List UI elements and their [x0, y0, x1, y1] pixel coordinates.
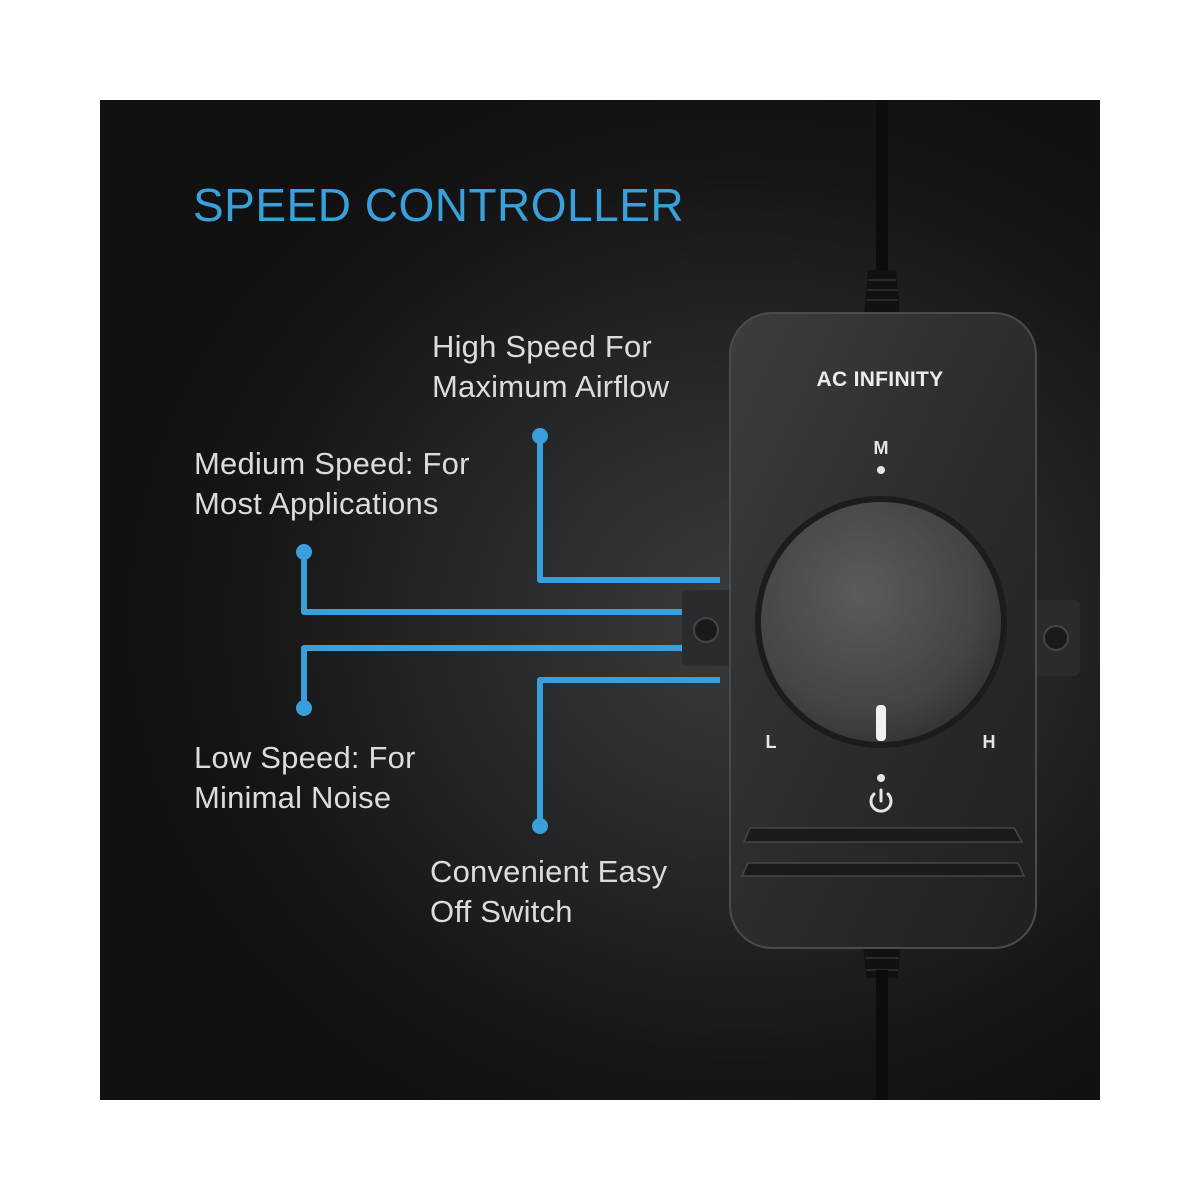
leader-low: [301, 645, 682, 707]
controller-illustration: [296, 100, 1080, 1100]
caption-low-speed: Low Speed: For Minimal Noise: [194, 738, 416, 818]
page-title: SPEED CONTROLLER: [193, 179, 685, 231]
leader-medium: [301, 553, 682, 615]
caption-medium-line1: Medium Speed: For: [194, 446, 470, 481]
medium-dot: [877, 466, 885, 474]
caption-off-line2: Off Switch: [430, 894, 573, 929]
caption-off-switch: Convenient Easy Off Switch: [430, 852, 667, 932]
cable-top: [864, 100, 900, 315]
off-dot: [877, 774, 885, 782]
leader-low-dot: [296, 700, 312, 716]
knob-indicator: [876, 705, 886, 741]
cable-bottom: [862, 932, 902, 1100]
caption-low-line1: Low Speed: For: [194, 740, 416, 775]
speed-knob[interactable]: [755, 496, 1007, 748]
caption-off-line1: Convenient Easy: [430, 854, 668, 889]
dial-mark-high: H: [982, 732, 996, 752]
caption-medium-speed: Medium Speed: For Most Applications: [194, 444, 470, 524]
leader-lines: [301, 438, 720, 824]
leader-off: [537, 677, 720, 824]
off-switch-slider[interactable]: [740, 827, 1026, 877]
mount-tab-left: [682, 590, 742, 666]
dial-mark-medium: M: [873, 438, 889, 458]
dial-mark-low: L: [765, 732, 777, 752]
caption-low-line2: Minimal Noise: [194, 780, 392, 815]
product-panel: SPEED CONTROLLER: [100, 100, 1100, 1100]
caption-high-line2: Maximum Airflow: [432, 369, 670, 404]
caption-medium-line2: Most Applications: [194, 486, 439, 521]
brand-logo: AC INFINITY: [816, 368, 944, 391]
leader-medium-dot: [296, 544, 312, 560]
leader-high: [537, 438, 720, 583]
caption-high-line1: High Speed For: [432, 329, 652, 364]
caption-high-speed: High Speed For Maximum Airflow: [432, 327, 669, 407]
leader-high-dot: [532, 428, 548, 444]
leader-dots: [296, 428, 548, 834]
leader-off-dot: [532, 818, 548, 834]
power-icon[interactable]: [869, 788, 893, 813]
